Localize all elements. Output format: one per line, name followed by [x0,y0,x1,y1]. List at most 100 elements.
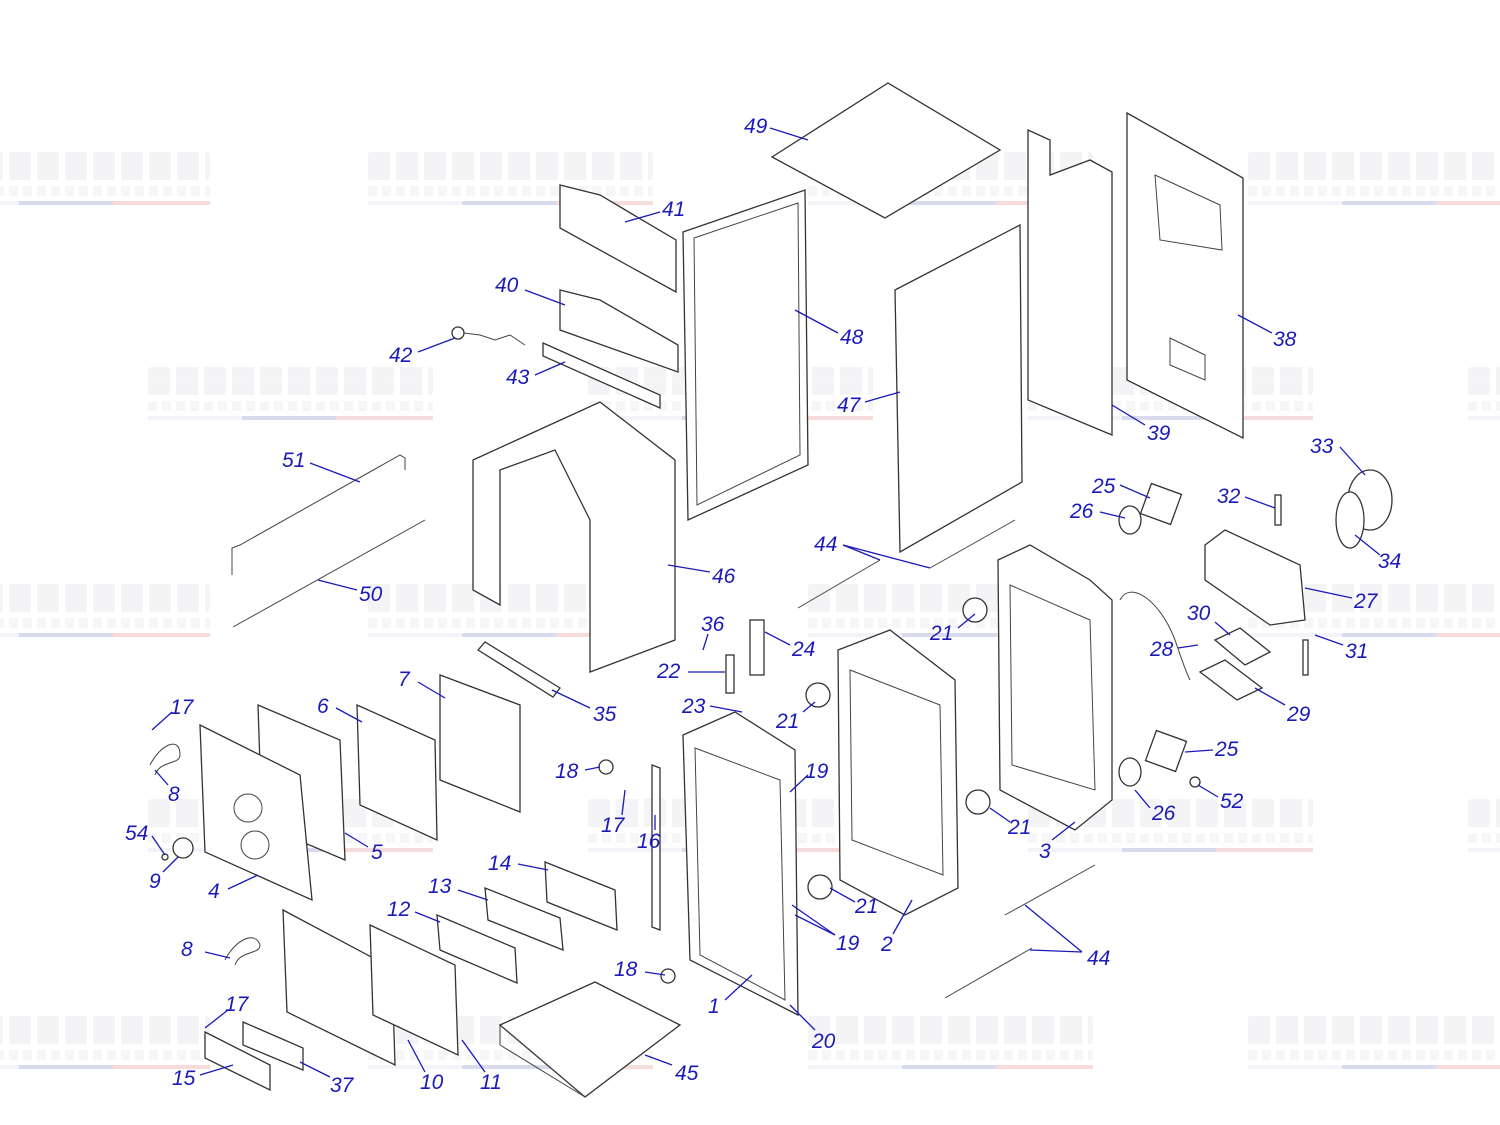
callout-label: 38 [1273,328,1297,351]
part-44-rod [797,559,881,609]
callout-20: 20 [789,1004,836,1053]
leader-line [1214,621,1231,636]
callout-41: 41 [624,198,685,223]
callout-21: 21 [775,701,816,733]
callout-46: 46 [667,564,736,588]
leader-line [1304,587,1353,599]
callout-32: 32 [1217,485,1276,509]
leader-line [461,1039,486,1073]
leader-line [621,789,626,816]
callout-24: 24 [764,631,815,661]
callout-18: 18 [555,760,601,783]
callout-label: 12 [387,898,411,921]
part-46-chamber-cover [472,401,676,673]
part-1-inner [694,747,786,1001]
part-21-plug [962,597,988,623]
leader-line [227,874,259,890]
callout-31: 31 [1314,634,1368,663]
callout-36: 36 [701,613,725,651]
leader-line [309,462,361,483]
leader-line [769,127,809,141]
callout-51: 51 [282,449,361,483]
part-40-insulation [559,289,679,373]
leader-line [842,544,881,561]
callout-label: 4 [208,880,220,903]
leader-line [1339,446,1366,476]
part-30-gasket [1213,627,1272,666]
callout-label: 7 [398,668,411,691]
part-27-hood [1204,529,1306,626]
leader-line [789,1004,816,1031]
leader-line [417,337,456,353]
leader-line [1099,511,1126,519]
leader-line [624,211,661,223]
part-25-flange [1139,482,1183,526]
callout-label: 50 [359,583,383,606]
callout-label: 37 [330,1074,355,1097]
callout-label: 33 [1310,435,1334,458]
part-7-plate [439,674,521,813]
part-31-sensor [1302,639,1309,676]
part-11-glass [369,923,459,1057]
callout-label: 28 [1149,638,1174,661]
leader-line [724,974,753,1001]
callout-34: 34 [1354,534,1401,573]
callout-19: 19 [791,904,860,955]
part-47-panel [894,223,1023,554]
part-48-side-frame [682,189,809,522]
callout-label: 20 [811,1030,836,1053]
callout-6: 6 [317,695,363,723]
callout-52: 52 [1197,784,1244,813]
part-18-nut [598,759,614,775]
leader-line [1254,687,1286,706]
part-42-wire [463,332,526,346]
parts [149,82,1393,1098]
callout-25: 25 [1184,738,1239,761]
part-44-rod [1004,864,1096,916]
leader-line [517,863,549,871]
part-38-cutout [1154,174,1223,251]
leader-line [791,904,836,936]
callout-label: 17 [170,696,195,719]
leader-line [407,1039,426,1073]
callout-8: 8 [154,769,180,806]
callout-15: 15 [172,1064,234,1090]
callout-44: 44 [814,533,931,569]
part-3-inner [1009,584,1096,791]
leader-line [794,914,836,936]
leader-line [344,832,369,848]
part-1-frame [682,711,799,1017]
callout-label: 23 [681,695,706,718]
leader-line [151,711,173,731]
leader-line [1177,644,1199,649]
callout-label: 14 [488,852,511,875]
part-8-hinge [149,743,181,776]
callout-13: 13 [428,875,489,901]
part-34-gasket [1335,491,1365,549]
callout-label: 40 [495,274,519,297]
part-4-port [233,793,263,823]
callout-40: 40 [495,274,566,306]
callout-9: 9 [149,856,179,893]
callout-label: 10 [420,1071,444,1094]
leader-line [534,361,566,376]
callout-label: 39 [1147,422,1171,445]
leader-line [892,899,913,935]
part-45-side [499,1023,586,1098]
callout-43: 43 [506,361,566,389]
part-21-plug [807,874,833,900]
part-37-window [242,1021,304,1071]
leader-line [204,951,231,959]
leader-line [829,887,856,903]
leader-line [1197,784,1219,798]
callout-23: 23 [681,695,743,718]
callout-label: 44 [1087,947,1110,970]
callout-label: 21 [1007,816,1031,839]
leader-line [162,856,179,873]
callout-label: 51 [282,449,305,472]
callout-label: 26 [1151,802,1176,825]
leader-line [457,889,489,901]
callout-49: 49 [744,115,809,141]
callout-25: 25 [1091,475,1151,499]
